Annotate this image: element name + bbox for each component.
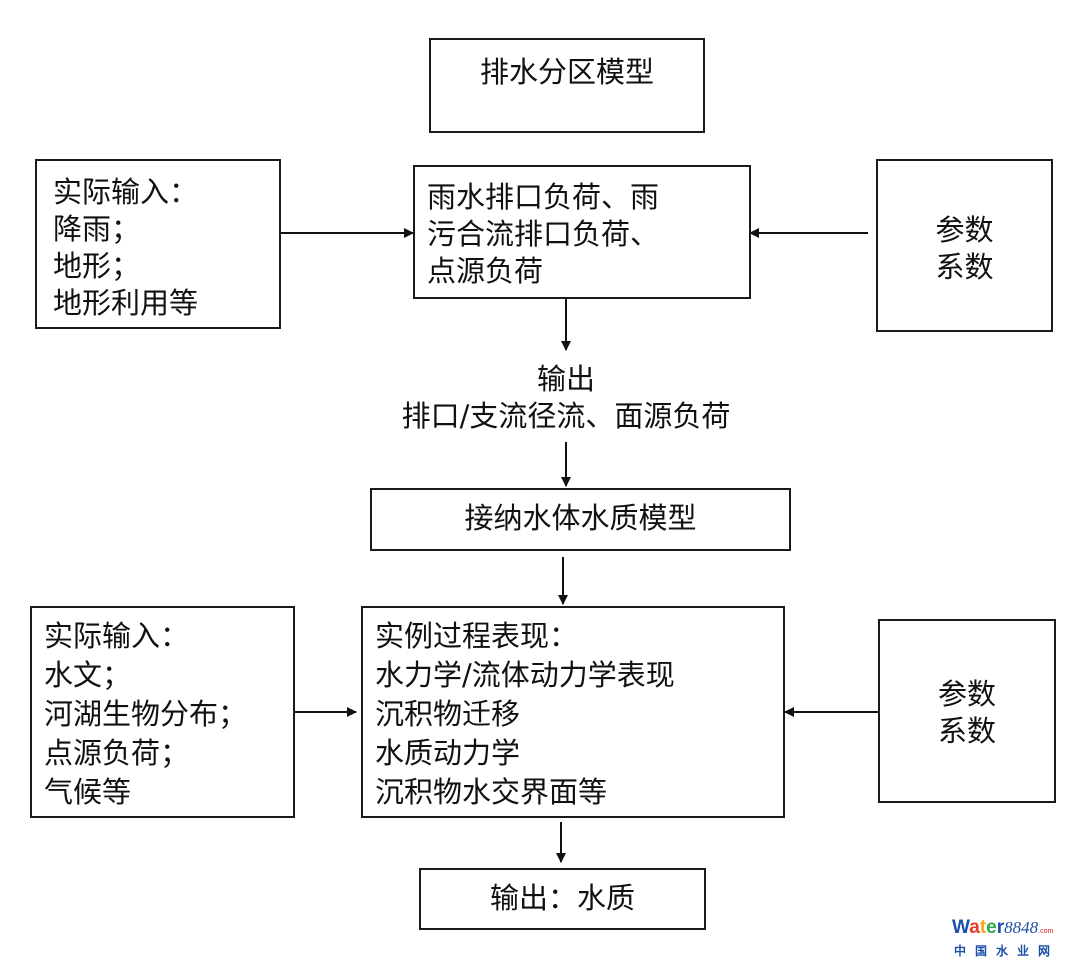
wm-letter: a <box>969 917 980 938</box>
wm-letter: t <box>979 917 987 938</box>
input2-line-3: 河湖生物分布； <box>44 697 248 731</box>
wm-number: 8848 <box>1004 918 1039 937</box>
process-line-1: 实例过程表现： <box>375 619 579 653</box>
outfall-loads-box: 雨水排口负荷、雨 污合流排口负荷、 点源负荷 <box>413 165 751 299</box>
actual-input-box-2: 实际输入： 水文； 河湖生物分布； 点源负荷； 气候等 <box>30 606 295 818</box>
drainage-zone-model-box: 排水分区模型 <box>429 38 705 133</box>
params2-line-2: 系数 <box>937 714 996 748</box>
input2-line-4: 点源负荷； <box>44 736 190 770</box>
output1-label: 输出 <box>536 362 595 396</box>
loads-line-1: 雨水排口负荷、雨 <box>427 180 660 214</box>
actual-input-box-1: 实际输入： 降雨； 地形； 地形利用等 <box>35 159 281 329</box>
params-box-2: 参数 系数 <box>878 619 1056 803</box>
drainage-zone-model-title: 排水分区模型 <box>479 55 654 89</box>
water-quality-output-label: 输出：水质 <box>489 881 635 915</box>
input1-line-1: 实际输入： <box>53 175 199 209</box>
params1-line-1: 参数 <box>935 213 994 247</box>
input2-line-5: 气候等 <box>44 775 132 809</box>
wm-domain: .com <box>1038 928 1054 935</box>
input1-line-3: 地形； <box>53 249 141 283</box>
wm-letter: e <box>986 917 997 938</box>
loads-line-2: 污合流排口负荷、 <box>427 217 660 251</box>
process-box: 实例过程表现： 水力学/流体动力学表现 沉积物迁移 水质动力学 沉积物水交界面等 <box>361 606 785 818</box>
input1-line-2: 降雨； <box>53 212 141 246</box>
output1-detail: 排口/支流径流、面源负荷 <box>401 399 731 433</box>
watermark-logo: Water8848.com 中国水业网 <box>952 918 1072 959</box>
process-line-5: 沉积物水交界面等 <box>375 775 608 809</box>
input2-line-1: 实际输入： <box>44 619 190 653</box>
wm-letter: W <box>952 917 970 938</box>
params2-line-1: 参数 <box>937 677 996 711</box>
params-box-1: 参数 系数 <box>876 159 1053 332</box>
loads-line-3: 点源负荷 <box>427 254 544 288</box>
water-quality-output-box: 输出：水质 <box>419 868 706 930</box>
receiving-water-model-box: 接纳水体水质模型 <box>370 488 791 551</box>
watermark-subtitle: 中国水业网 <box>954 944 1060 958</box>
process-line-2: 水力学/流体动力学表现 <box>375 658 675 692</box>
receiving-water-model-title: 接纳水体水质模型 <box>464 501 697 535</box>
process-line-4: 水质动力学 <box>375 736 521 770</box>
process-line-3: 沉积物迁移 <box>375 697 521 731</box>
input1-line-4: 地形利用等 <box>53 286 199 320</box>
params1-line-2: 系数 <box>935 250 994 284</box>
watermark-wordmark: Water8848.com <box>952 918 1072 942</box>
wm-letter: r <box>996 917 1005 938</box>
input2-line-2: 水文； <box>44 658 132 692</box>
